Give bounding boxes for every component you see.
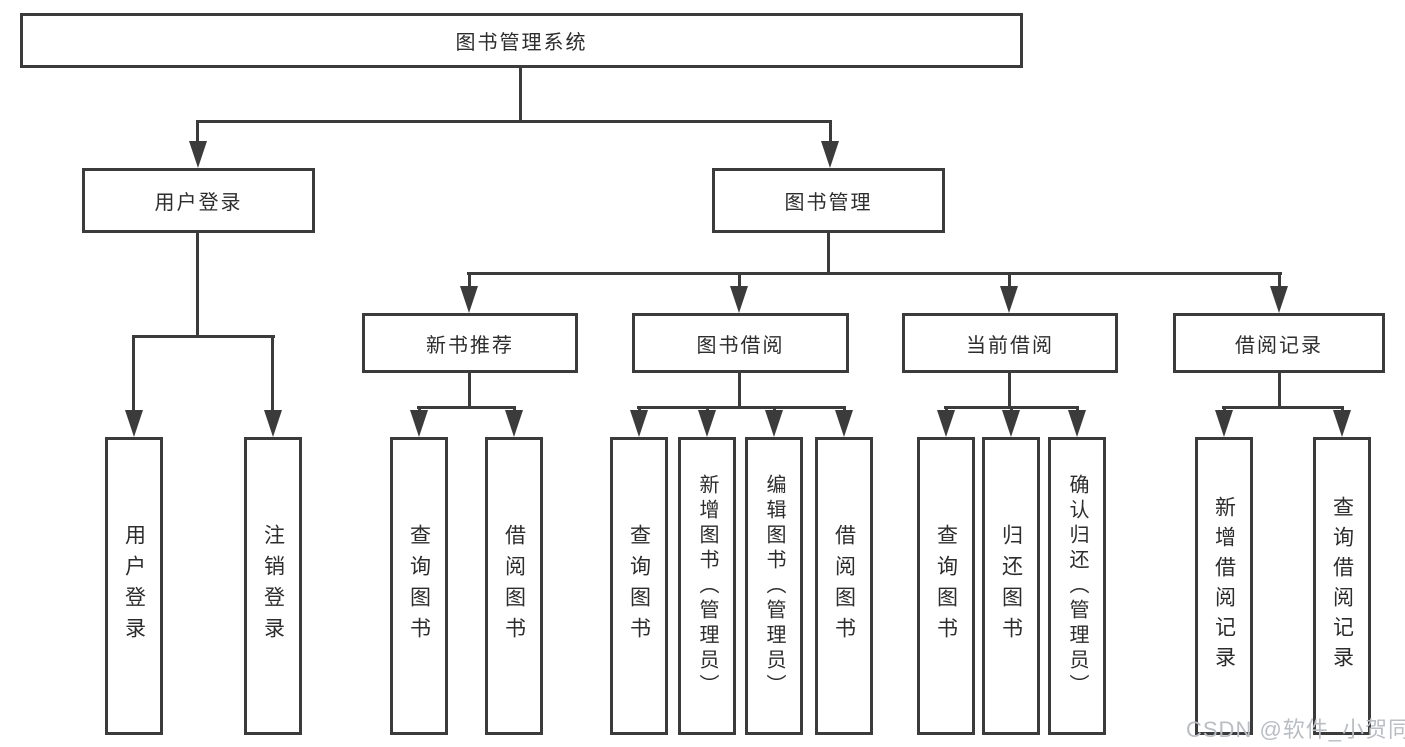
leaf-query-borrow-record: 查询借阅记录 [1313,437,1371,735]
connector-recommend-stem [468,373,471,408]
leaf-return-books-label: 归还图书 [999,524,1023,648]
leaf-return-books: 归还图书 [982,437,1040,735]
arrow-down-icon [1002,410,1020,437]
connector-arrow-stem [829,120,832,150]
connector-arrow-stem [738,272,741,290]
node-current-borrow: 当前借阅 [902,313,1118,373]
arrow-down-icon [410,410,428,437]
leaf-add-books-admin: 新增图书（管理员） [678,437,736,735]
arrow-down-icon [730,286,748,313]
connector-bookborrow-stem [738,373,741,408]
leaf-borrow-query-books-label: 查询图书 [627,524,651,648]
arrow-down-icon [698,410,716,437]
leaf-add-books-admin-label: 新增图书（管理员） [696,473,718,699]
connector-bookmgmt-stem [827,233,830,275]
connector-root-stem [519,66,522,122]
arrow-down-icon [835,410,853,437]
node-root-label: 图书管理系统 [455,32,588,54]
connector-arrow-stem [271,335,274,412]
connector-records-bar [1222,406,1344,409]
arrow-down-icon [125,410,143,437]
arrow-down-icon [821,141,839,168]
connector-userlogin-bar [132,335,275,338]
leaf-confirm-return-admin: 确认归还（管理员） [1048,437,1106,735]
leaf-current-query-books-label: 查询图书 [934,524,958,648]
connector-records-stem [1278,373,1281,408]
node-current-borrow-label: 当前借阅 [966,334,1054,357]
leaf-recommend-borrow-books: 借阅图书 [485,437,543,735]
arrow-down-icon [1068,410,1086,437]
connector-arrow-stem [132,335,135,412]
arrow-down-icon [1270,286,1288,313]
connector-userlogin-stem [196,233,199,337]
connector-currentborrow-stem [1008,373,1011,408]
arrow-down-icon [630,410,648,437]
connector-recommend-bar [417,406,516,409]
arrow-down-icon [765,410,783,437]
connector-root-bar [196,120,832,123]
connector-arrow-stem [196,120,199,150]
node-book-borrow: 图书借阅 [632,313,849,373]
node-user-login-label: 用户登录 [154,192,243,214]
leaf-logout-label: 注销登录 [261,524,285,648]
leaf-recommend-query-books-label: 查询图书 [407,524,431,648]
node-root-system: 图书管理系统 [20,13,1023,68]
leaf-edit-books-admin: 编辑图书（管理员） [745,437,803,735]
node-book-borrow-label: 图书借阅 [696,334,785,357]
leaf-borrow-query-books: 查询图书 [610,437,668,735]
connector-arrow-stem [1008,272,1011,290]
arrow-down-icon [1215,410,1233,437]
arrow-down-icon [1000,286,1018,313]
connector-bookborrow-bar [637,406,846,409]
connector-arrow-stem [1278,272,1281,290]
node-new-book-recommend-label: 新书推荐 [426,334,514,357]
node-borrow-records: 借阅记录 [1173,313,1385,373]
leaf-current-query-books: 查询图书 [917,437,975,735]
csdn-watermark: CSDN @软件_小贺同学 [1186,717,1405,742]
leaf-borrow-books: 借阅图书 [815,437,873,735]
arrow-down-icon [1333,410,1351,437]
leaf-recommend-borrow-books-label: 借阅图书 [502,524,526,648]
arrow-down-icon [937,410,955,437]
leaf-borrow-books-label: 借阅图书 [832,524,856,648]
arrow-down-icon [460,286,478,313]
leaf-user-login: 用户登录 [105,437,163,735]
leaf-confirm-return-admin-label: 确认归还（管理员） [1066,473,1088,699]
arrow-down-icon [505,410,523,437]
node-book-management-label: 图书管理 [784,192,873,214]
leaf-query-borrow-record-label: 查询借阅记录 [1330,496,1354,676]
leaf-add-borrow-record: 新增借阅记录 [1195,437,1253,735]
arrow-down-icon [264,410,282,437]
node-user-login: 用户登录 [82,168,315,233]
leaf-edit-books-admin-label: 编辑图书（管理员） [763,473,785,699]
arrow-down-icon [189,141,207,168]
node-book-management: 图书管理 [712,168,945,233]
connector-bookmgmt-bar [467,272,1282,275]
leaf-user-login-label: 用户登录 [122,524,146,648]
leaf-logout: 注销登录 [244,437,302,735]
leaf-recommend-query-books: 查询图书 [390,437,448,735]
node-borrow-records-label: 借阅记录 [1235,334,1323,357]
connector-arrow-stem [468,272,471,290]
leaf-add-borrow-record-label: 新增借阅记录 [1212,496,1236,676]
node-new-book-recommend: 新书推荐 [362,313,578,373]
